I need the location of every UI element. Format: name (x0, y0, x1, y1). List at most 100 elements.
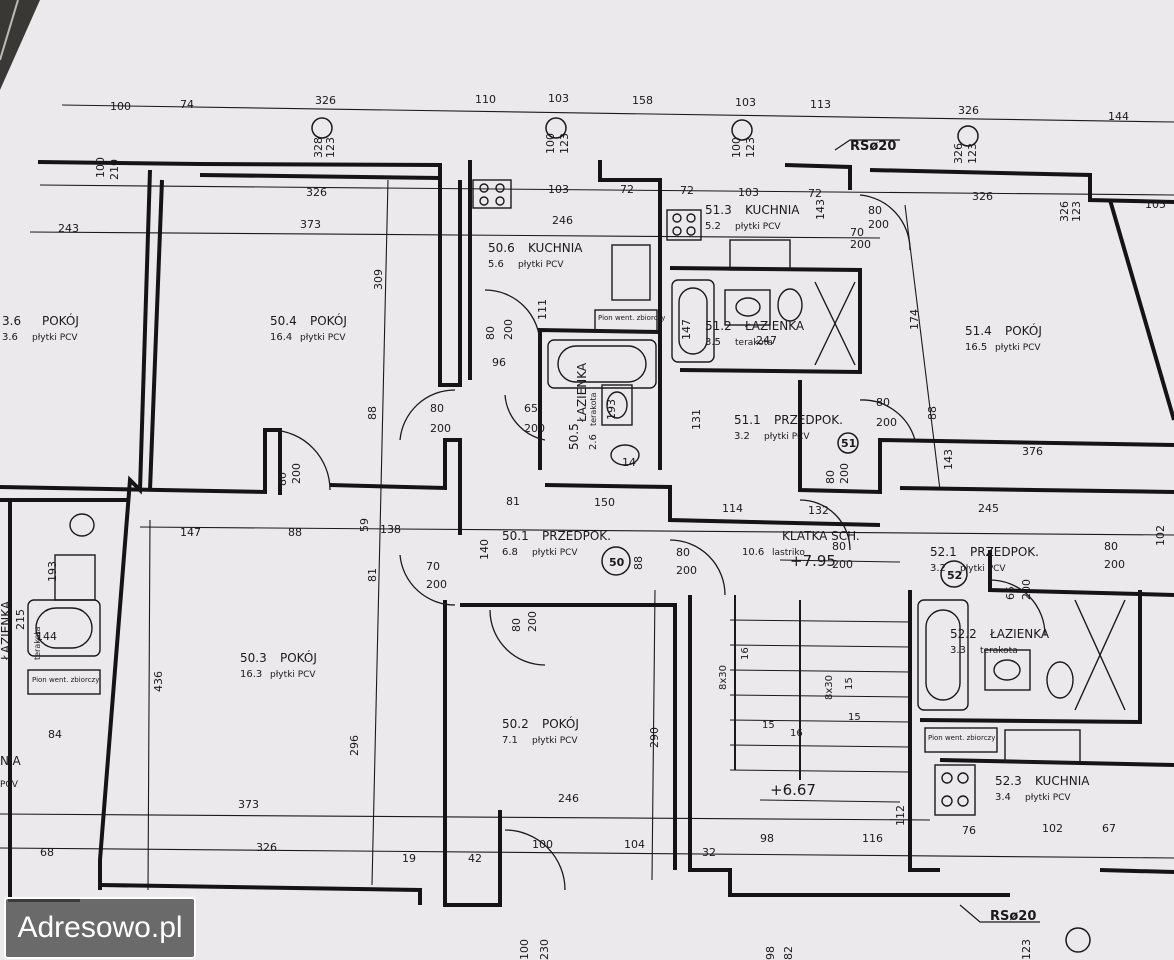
dimension-value: 326 (256, 841, 277, 854)
fixture-dimension: 247 (756, 334, 777, 347)
window-dimension: 123 (558, 133, 571, 154)
room-area: 3.5 (705, 337, 721, 348)
window-dimension: 100 (518, 939, 531, 960)
dimension-value-vertical: 112 (894, 805, 907, 826)
room-label-number: 50.6 (488, 241, 515, 255)
room-area: 2.6 (588, 434, 599, 450)
dimension-value: 67 (1102, 822, 1116, 835)
dimension-value: 373 (238, 798, 259, 811)
room-label-name: POKÓJ (310, 313, 347, 328)
room-label-number: 50.2 (502, 717, 529, 731)
fixture-dimension: 193 (605, 399, 618, 420)
room-label-number: 52.2 (950, 627, 977, 641)
window-dimension: 100 (94, 157, 107, 178)
fixture-dimension: 147 (680, 319, 693, 340)
level-mark: +7.95 (790, 552, 836, 570)
room-label-number: 51.2 (705, 319, 732, 333)
dimension-value: 373 (300, 218, 321, 231)
room-label-number: 3.6 (2, 314, 21, 328)
ventilation-shaft-label: Pion went. zbiorczy (32, 676, 99, 684)
room-label-name: POKÓJ (542, 716, 579, 731)
door-dimension: 80 (276, 472, 289, 486)
window-dimension: 100 (730, 137, 743, 158)
door-dimension: 80 (510, 618, 523, 632)
door-dimension: 80 (1104, 540, 1118, 553)
room-area: 5.2 (705, 221, 721, 232)
window-dimension: 328 (312, 137, 325, 158)
room-finish: terakota (980, 646, 1018, 656)
door-dimension: 200 (430, 422, 451, 435)
dimension-value: 326 (972, 190, 993, 203)
window-dimension: 210 (108, 159, 121, 180)
room-label-name: KUCHNIA (1035, 774, 1090, 788)
dimension-value-vertical: 88 (926, 406, 939, 420)
dimension-value-vertical: 143 (942, 449, 955, 470)
stair-label: 16 (790, 728, 803, 739)
dimension-value: 158 (632, 94, 653, 107)
window-dimension: 123 (1020, 939, 1033, 960)
room-finish: płytki PCV (532, 548, 578, 558)
room-label-number: 51.4 (965, 324, 992, 338)
dimension-value: 246 (558, 792, 579, 805)
dimension-value: 74 (180, 98, 194, 111)
dimension-value: 110 (475, 93, 496, 106)
room-label-number: 50.5 (567, 423, 581, 450)
dimension-value: 103 (738, 186, 759, 199)
room-area: 10.6 (742, 547, 764, 558)
door-dimension: 200 (526, 611, 539, 632)
dimension-value: 102 (1042, 822, 1063, 835)
door-dimension: 65 (1004, 586, 1017, 600)
room-label-name: PRZEDPOK. (970, 545, 1039, 559)
dimension-value: 70 (850, 226, 864, 239)
ventilation-shaft-label: Pion went. zbiorczy (598, 314, 665, 322)
apartment-badge-number: 51 (841, 437, 856, 450)
fixture-dimension: 193 (46, 561, 59, 582)
dimension-value-vertical: 309 (372, 269, 385, 290)
walls (0, 160, 1174, 907)
room-finish: płytki PCV (735, 222, 781, 232)
dimension-value: 72 (620, 183, 634, 196)
dimension-value-vertical: 143 (814, 199, 827, 220)
room-area: 16.5 (965, 342, 987, 353)
door-dimension: 200 (832, 558, 853, 571)
dimension-value: 42 (468, 852, 482, 865)
fixture-dimension: 144 (36, 630, 57, 643)
dimension-value: 84 (48, 728, 62, 741)
door-swings (271, 194, 1046, 891)
fixture-dimension: 14 (622, 456, 636, 469)
fixture-dimension: 96 (492, 356, 506, 369)
apartment-badge-circles (311, 117, 1091, 953)
room-area: 3.6 (2, 332, 18, 343)
door-dimension: 200 (426, 578, 447, 591)
dimension-value: 98 (760, 832, 774, 845)
window-dimension: 326 (952, 143, 965, 164)
dimension-value: 72 (808, 187, 822, 200)
dimension-value-vertical: 296 (348, 735, 361, 756)
room-area: 3.2 (734, 431, 750, 442)
room-area: 7.1 (502, 735, 518, 746)
dimension-lines (0, 104, 1174, 891)
door-dimension: 70 (426, 560, 440, 573)
window-dimension: 123 (744, 137, 757, 158)
ventilation-shaft-label: Pion went. zbiorczy (928, 734, 995, 742)
room-finish: terakota (33, 626, 42, 660)
room-area: 3.4 (995, 792, 1011, 803)
door-dimension: 80 (430, 402, 444, 415)
dimension-value: 105 (1145, 198, 1166, 211)
door-dimension: 80 (484, 326, 497, 340)
apartment-badge-number: 52 (947, 569, 962, 582)
watermark-logo: Adresowo.pl (4, 897, 196, 959)
apartment-badge-number: 50 (609, 556, 625, 569)
room-finish: płytki PCV (1025, 793, 1071, 803)
door-dimension: 200 (868, 218, 889, 231)
dimension-value: 76 (962, 824, 976, 837)
door-dimension: 80 (824, 470, 837, 484)
room-finish: płytki PCV (764, 432, 810, 442)
dimension-value: 245 (978, 502, 999, 515)
room-finish: płytki PCV (300, 333, 346, 343)
window-dimension: 123 (966, 143, 979, 164)
door-dimension: 200 (524, 422, 545, 435)
room-finish: płytki PCV (532, 736, 578, 746)
room-area: 3.3 (950, 645, 966, 656)
